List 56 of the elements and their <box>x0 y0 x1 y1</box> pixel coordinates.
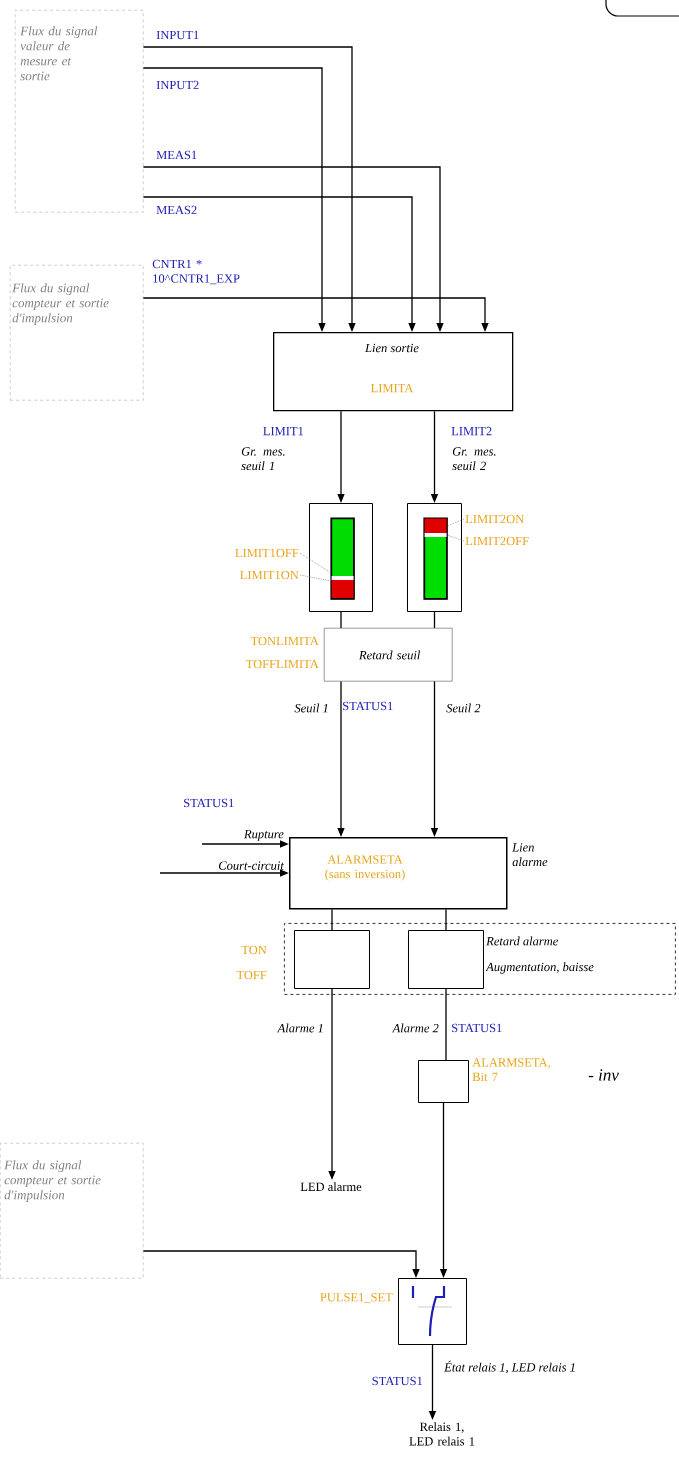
edge-label: Alarme 1 <box>276 1023 323 1033</box>
signal-label: État relais 1, LED relais 1 <box>444 1360 575 1374</box>
inverter-box <box>418 1060 469 1103</box>
edge-label: STATUS1 <box>372 1376 423 1386</box>
edge-label: INPUT2 <box>156 80 199 90</box>
edge-label: LIMIT2 <box>451 426 492 436</box>
side-note: - inv <box>588 1069 619 1081</box>
level-gauge <box>423 517 448 600</box>
signal-label: STATUS1 <box>343 701 393 711</box>
relay-switch-box <box>398 1278 467 1345</box>
leader-line <box>446 534 465 542</box>
dashed-group-box: Flux du signal compteur et sortie d'impulsion <box>10 265 144 401</box>
process-box: ALARMSETA (sans inversion) <box>289 837 508 910</box>
signal-label: Gr. mes. seuil 1 <box>241 447 285 471</box>
leader-line <box>299 552 332 574</box>
output-text: Relais 1, LED relais 1 <box>409 1422 475 1446</box>
parameter-label: TOFF <box>236 970 267 980</box>
process-box: Lien sortie LIMITA <box>273 332 514 412</box>
edge-label: INPUT1 <box>156 30 199 40</box>
signal-label: STATUS1 <box>184 798 234 808</box>
parameter-label: TONLIMITA <box>250 636 319 646</box>
delay-box <box>294 930 370 989</box>
connector-line <box>340 611 342 629</box>
connector-line <box>331 908 333 931</box>
delay-box <box>408 930 484 989</box>
connector-line <box>445 988 447 1061</box>
edge-label: Rupture <box>243 829 284 841</box>
side-note: Lien alarme <box>512 843 548 867</box>
leader-line <box>299 574 332 582</box>
parameter-label: LIMIT1OFF <box>235 548 299 558</box>
connector-line <box>433 611 436 629</box>
parameter-label: LIMIT1ON <box>240 570 299 580</box>
parameter-label: TON <box>241 945 267 955</box>
edge-label: CNTR1 * 10^CNTR1_EXP <box>152 259 240 285</box>
dashed-group-box: Flux du signal valeur de mesure et sortie <box>15 10 144 213</box>
process-box: Retard seuil <box>324 628 453 682</box>
edge-label: Seuil 2 <box>446 703 481 713</box>
signal-label: Gr. mes. seuil 2 <box>452 447 496 471</box>
edge-label: MEAS1 <box>156 150 197 160</box>
parameter-label: PULSE1_SET <box>320 1293 393 1303</box>
signal-label: STATUS1 <box>452 1023 502 1033</box>
parameter-label: TOFFLIMITA <box>245 659 319 669</box>
connector-line <box>445 908 447 931</box>
parameter-label: ALARMSETA, Bit 7 <box>472 1058 550 1082</box>
edge-label: LIMIT1 <box>263 426 304 436</box>
output-text: LED alarme <box>300 1182 362 1191</box>
leader-line <box>446 518 465 527</box>
edge-label: MEAS2 <box>156 205 197 215</box>
edge-label: Court-circuit <box>219 861 285 870</box>
parameter-label: LIMIT2OFF <box>465 536 529 546</box>
level-gauge <box>330 517 355 600</box>
edge-label: Alarme 2 <box>391 1023 439 1033</box>
edge-label: Seuil 1 <box>294 703 328 713</box>
parameter-label: LIMIT2ON <box>465 514 524 524</box>
dashed-group-box: Flux du signal compteur et sortie d'impulsion <box>0 1143 144 1279</box>
dashed-group-box: Retard alarme Augmentation, baisse <box>284 923 676 995</box>
